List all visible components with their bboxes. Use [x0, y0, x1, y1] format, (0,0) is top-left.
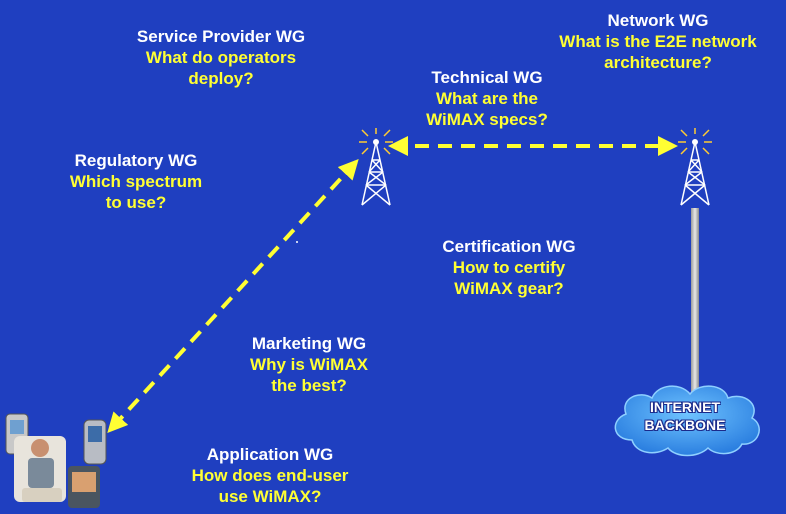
application-wg-question: use WiMAX?: [218, 487, 322, 506]
regulatory-wg-name: Regulatory WG: [74, 151, 198, 170]
certification-wg-question: How to certify: [452, 258, 566, 277]
application-wg-question: How does end-user: [191, 466, 349, 485]
certification-wg: Certification WG How to certify WiMAX ge…: [404, 236, 614, 299]
technical-wg-question: What are the: [435, 89, 539, 108]
technical-wg-question: WiMAX specs?: [426, 110, 548, 129]
internet-backbone-line2: BACKBONE: [644, 417, 726, 433]
network-wg-question: What is the E2E network: [559, 32, 757, 51]
application-wg: Application WG How does end-user use WiM…: [160, 444, 380, 507]
internet-backbone-line1: INTERNET: [650, 399, 720, 415]
network-wg: Network WG What is the E2E network archi…: [530, 10, 786, 73]
service-provider-wg-question: What do operators: [145, 48, 297, 67]
service-provider-wg-name: Service Provider WG: [136, 27, 306, 46]
internet-backbone-label: INTERNET BACKBONE: [616, 398, 754, 434]
certification-wg-name: Certification WG: [442, 237, 576, 256]
service-provider-wg-question: deploy?: [188, 69, 254, 88]
marketing-wg-question: Why is WiMAX: [250, 355, 368, 374]
service-provider-wg: Service Provider WG What do operators de…: [96, 26, 346, 89]
marketing-wg-name: Marketing WG: [251, 334, 367, 353]
backbone-pole: [691, 208, 699, 400]
network-wg-name: Network WG: [607, 11, 709, 30]
certification-wg-question: WiMAX gear?: [454, 279, 564, 298]
cloud-icon: [614, 385, 760, 457]
mobile-devices-icon: [5, 413, 107, 508]
marketing-wg: Marketing WG Why is WiMAX the best?: [214, 333, 404, 396]
regulatory-wg-question: Which spectrum: [69, 172, 203, 191]
regulatory-wg: Regulatory WG Which spectrum to use?: [36, 150, 236, 213]
radio-tower-icon: [678, 128, 712, 206]
application-wg-name: Application WG: [206, 445, 334, 464]
tower-device-link: [107, 159, 359, 433]
network-wg-question: architecture?: [604, 53, 712, 72]
regulatory-wg-question: to use?: [105, 193, 167, 212]
technical-wg-name: Technical WG: [431, 68, 543, 87]
radio-tower-icon: [359, 128, 393, 206]
marker-dot: [296, 241, 298, 243]
technical-wg: Technical WG What are the WiMAX specs?: [392, 67, 582, 130]
marketing-wg-question: the best?: [271, 376, 347, 395]
